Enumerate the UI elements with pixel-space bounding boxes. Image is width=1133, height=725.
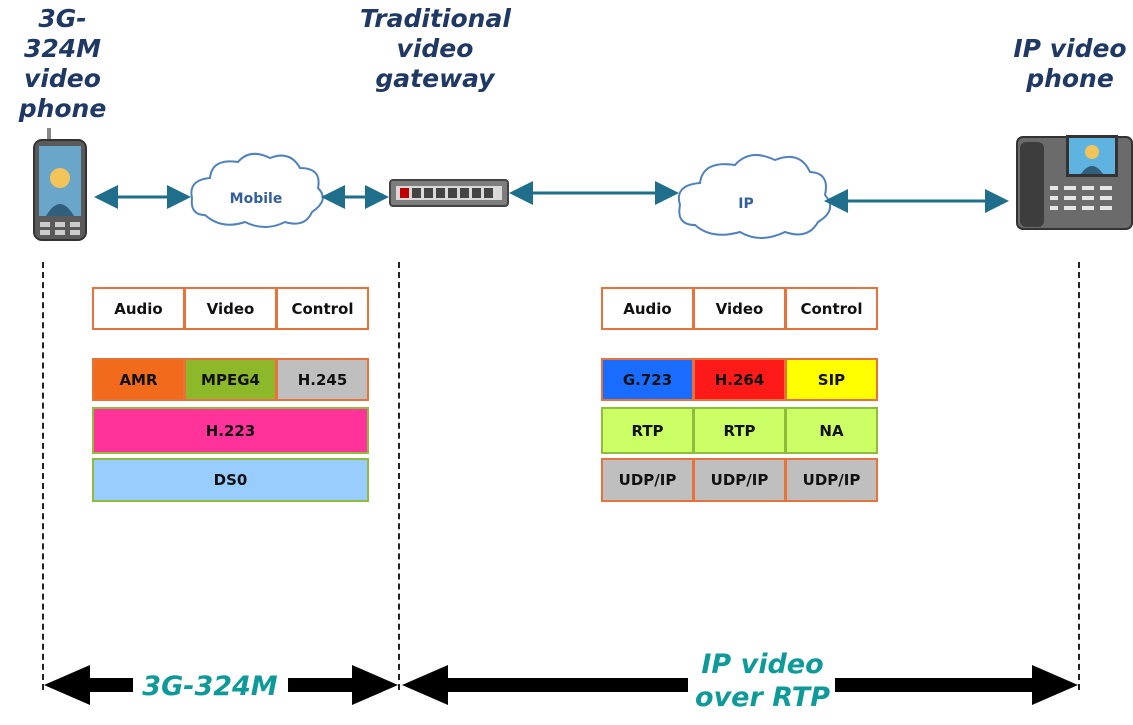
right-header-audio: Audio <box>601 287 694 330</box>
right-cell-h264: H.264 <box>693 358 786 401</box>
mobile-phone-icon <box>33 128 87 241</box>
bottom-span-arrows <box>44 665 1078 705</box>
cloud-icon-mobile: Mobile <box>190 152 324 228</box>
left-header-audio: Audio <box>92 287 185 330</box>
right-cell-rtp-audio: RTP <box>601 407 694 454</box>
right-cell-sip: SIP <box>785 358 878 401</box>
ip-desk-phone-icon <box>1016 135 1133 230</box>
network-diagram: Mobile IP <box>33 128 1133 241</box>
right-cell-na: NA <box>785 407 878 454</box>
right-cell-udp-video: UDP/IP <box>693 458 786 502</box>
gateway-title: Traditional video gateway <box>360 4 511 93</box>
left-header-control: Control <box>276 287 369 330</box>
span-arrow-3g-left <box>44 665 133 705</box>
right-cell-g723: G.723 <box>601 358 694 401</box>
cloud-label-mobile: Mobile <box>230 191 283 207</box>
left-cell-ds0: DS0 <box>92 458 369 502</box>
left-cell-amr: AMR <box>92 358 185 401</box>
right-cell-rtp-video: RTP <box>693 407 786 454</box>
span-arrow-3g-right <box>288 665 398 705</box>
left-cell-h223: H.223 <box>92 407 369 454</box>
cloud-icon-ip: IP <box>678 154 832 239</box>
span-arrow-ip-left <box>402 665 688 705</box>
right-header-control: Control <box>785 287 878 330</box>
span-arrow-ip-right <box>835 665 1078 705</box>
span-label-ip-over-rtp: IP video over RTP <box>695 649 830 713</box>
right-cell-udp-audio: UDP/IP <box>601 458 694 502</box>
mobile-phone-title: 3G-324M video phone <box>18 4 107 123</box>
cloud-label-ip: IP <box>738 196 753 212</box>
separator-middle <box>398 262 400 690</box>
right-cell-udp-control: UDP/IP <box>785 458 878 502</box>
separator-right <box>1078 262 1080 690</box>
left-header-video: Video <box>184 287 277 330</box>
left-cell-mpeg4: MPEG4 <box>184 358 277 401</box>
ip-phone-title: IP video phone <box>1013 34 1127 93</box>
separator-left <box>42 262 44 690</box>
left-cell-h245: H.245 <box>276 358 369 401</box>
right-header-video: Video <box>693 287 786 330</box>
gateway-device-icon <box>389 179 509 207</box>
span-label-3g324m: 3G-324M <box>142 671 278 702</box>
